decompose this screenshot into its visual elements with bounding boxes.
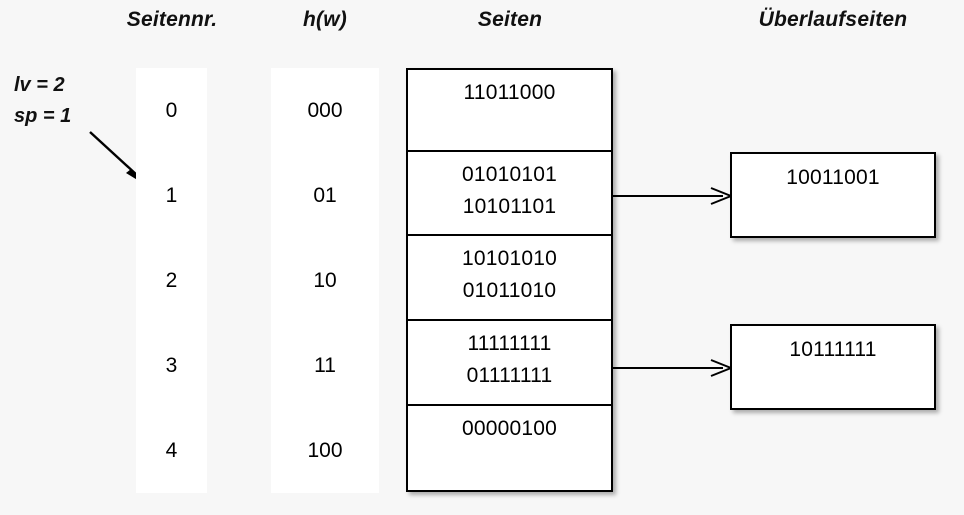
column-strip-seitennr: 0 1 2 3 4 [136,68,207,493]
overflow-page-box: 10011001 [730,152,936,238]
label-lv: lv = 2 [14,74,65,96]
overflow-page-entry: 10111111 [789,338,877,361]
hw-cell: 01 [313,183,337,207]
page-entry: 01011010 [462,279,557,302]
page-cell: 10101010 01011010 [408,236,611,321]
seitennr-cell: 2 [165,268,178,292]
column-header-seitennr: Seitennr. [126,8,218,31]
overflow-page-box: 10111111 [730,324,936,410]
right-arrow-icon [611,359,733,377]
column-header-ueberlaufseiten: Überlaufseiten [758,8,908,31]
column-header-seiten: Seiten [477,8,543,31]
seitennr-cell: 0 [165,98,178,122]
seitennr-cell: 1 [165,183,178,207]
page-entry: 01111111 [466,364,553,387]
right-arrow-icon [611,187,733,205]
page-cell: 01010101 10101101 [408,152,611,236]
page-entry: 11011000 [463,81,556,104]
page-entry: 00000100 [461,417,558,440]
seitennr-cell: 4 [165,438,178,462]
seitennr-cell: 3 [165,353,178,377]
column-header-hw: h(w) [303,8,347,31]
page-entry: 01010101 [461,163,558,186]
page-entry: 10101010 [461,247,558,270]
hw-cell: 100 [307,438,343,462]
page-cell: 11111111 01111111 [408,321,611,406]
label-sp: sp = 1 [14,105,72,127]
pages-table: 11011000 01010101 10101101 10101010 0101… [406,68,613,492]
column-strip-hw: 000 01 10 11 100 [271,68,379,493]
hw-cell: 10 [313,268,337,292]
page-cell: 00000100 [408,406,611,490]
page-entry: 10101101 [462,195,557,218]
page-cell: 11011000 [408,70,611,152]
hw-cell: 11 [314,353,336,377]
overflow-page-entry: 10011001 [786,166,880,189]
hw-cell: 000 [307,98,343,122]
page-entry: 11111111 [467,332,552,355]
